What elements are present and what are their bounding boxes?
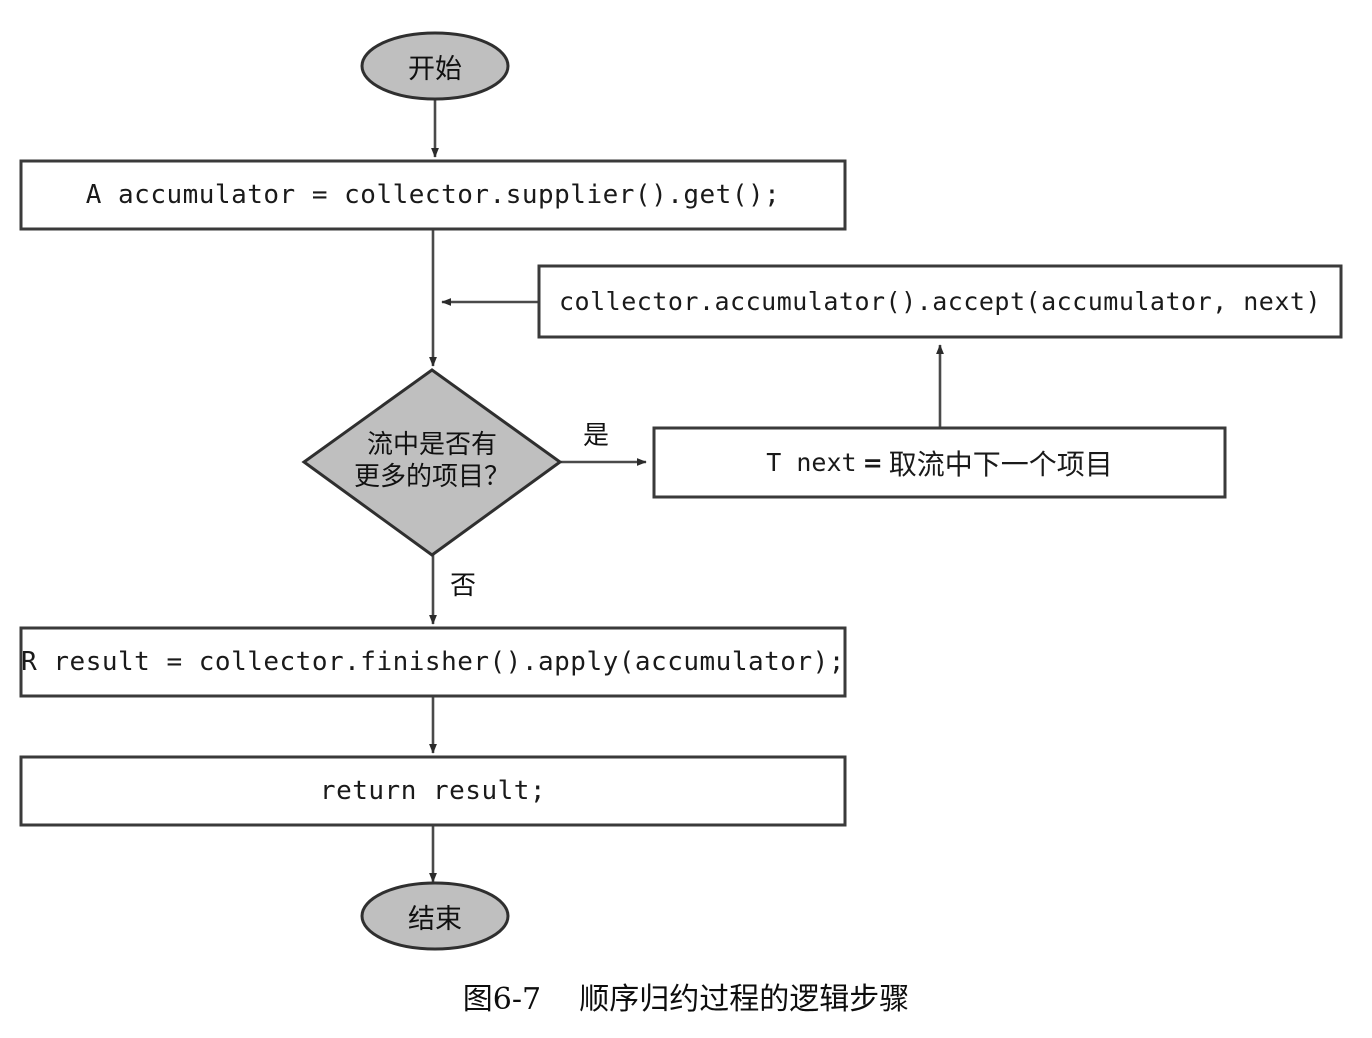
node-end-shape [360, 881, 510, 951]
node-next-label: T next = 取流中下一个项目 [654, 428, 1225, 497]
node-supplier-shape [19, 159, 847, 231]
node-finisher-shape [19, 626, 847, 698]
node-decision-shape [301, 368, 563, 557]
node-return-shape [19, 755, 847, 827]
node-accept-shape [537, 264, 1343, 339]
node-next-code: T next [766, 448, 857, 477]
figure-caption: 图6-7 顺序归约过程的逻辑步骤 [462, 982, 910, 1017]
node-next-text: 取流中下一个项目 [888, 447, 1113, 481]
edge-label-no: 否 [450, 571, 477, 601]
edge-label-yes: 是 [583, 421, 610, 451]
node-start-shape [360, 31, 510, 101]
node-next-shape [652, 426, 1227, 499]
node-next-equals: = [862, 448, 883, 477]
